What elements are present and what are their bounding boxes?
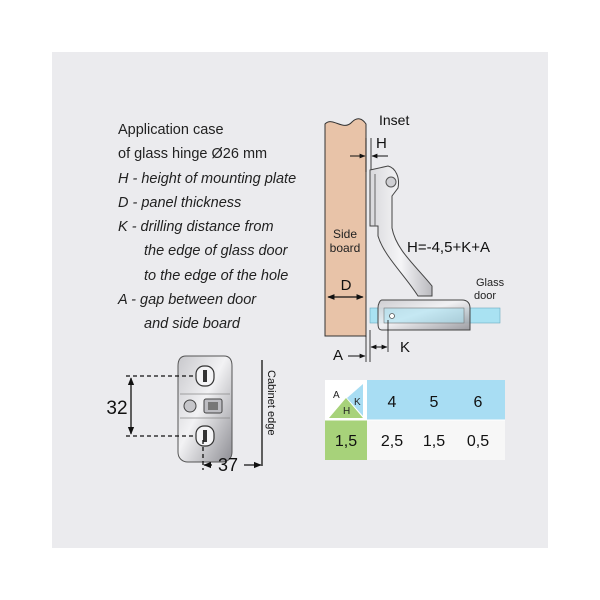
side-board-label-1: Side (333, 227, 357, 241)
glass-clamp-inner (383, 307, 465, 324)
desc-line-3: H - height of mounting plate (118, 170, 297, 187)
distance-37-label: 37 (218, 455, 238, 475)
a-label: A (333, 347, 343, 364)
d-label: D (341, 277, 352, 294)
a-value-3: 0,5 (467, 433, 489, 450)
corner-h-label: H (343, 406, 350, 417)
h-value: 1,5 (335, 433, 357, 450)
side-board-label-2: board (330, 241, 361, 255)
k-value-1: 4 (388, 394, 397, 411)
glass-label-2: door (474, 290, 496, 302)
hinge-mounting-plate (369, 165, 433, 297)
clamp-screw (389, 313, 395, 319)
application-description: Application case of glass hinge Ø26 mm H… (118, 118, 296, 337)
desc-line-4: D - panel thickness (118, 194, 242, 211)
inset-label: Inset (379, 112, 409, 128)
h-cell (325, 420, 367, 460)
k-value-2: 5 (430, 394, 439, 411)
height-32-label: 32 (106, 398, 127, 419)
a-value-2: 1,5 (423, 433, 445, 450)
corner-blue-triangle (347, 384, 363, 416)
a-values-row (367, 420, 505, 460)
dimension-table: A K H 4 5 6 1,5 2,5 1,5 0,5 (325, 380, 505, 460)
desc-line-9: and side board (144, 316, 240, 333)
a-value-1: 2,5 (381, 433, 403, 450)
mounting-plate-image (177, 355, 233, 463)
desc-line-2: of glass hinge Ø26 mm (118, 146, 268, 163)
corner-green-triangle (329, 398, 363, 418)
desc-line-8: A - gap between door (118, 292, 257, 309)
desc-line-5: K - drilling distance from (118, 219, 274, 236)
glass-label-1: Glass (476, 277, 505, 289)
height-formula: H=-4,5+K+A (407, 239, 490, 256)
hinge-screw (385, 176, 397, 188)
corner-a-label: A (333, 390, 340, 401)
corner-k-label: K (354, 397, 361, 408)
k-header-row (367, 380, 505, 420)
desc-line-1: Application case (118, 122, 224, 138)
side-board-panel (324, 118, 367, 337)
k-label: K (400, 339, 410, 356)
cabinet-edge-label: Cabinet edge (265, 370, 277, 435)
desc-line-7: to the edge of the hole (144, 267, 289, 284)
desc-line-6: the edge of glass door (144, 243, 288, 260)
k-value-3: 6 (474, 394, 483, 411)
h-inset-label: H (376, 135, 387, 152)
